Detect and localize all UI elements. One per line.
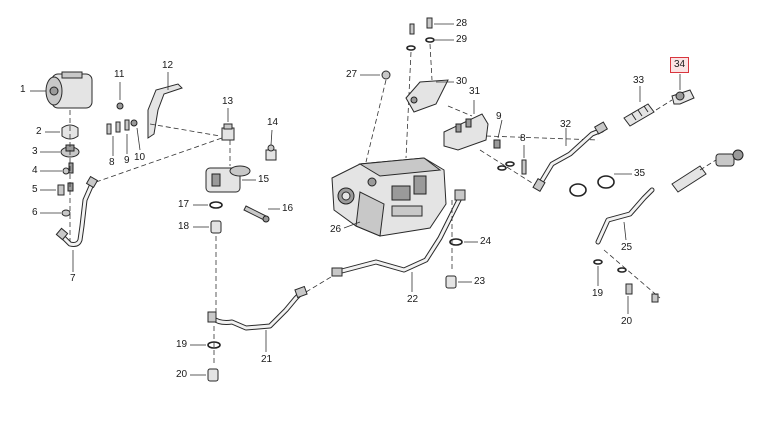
bracket-part-30[interactable]	[405, 79, 449, 113]
callout-7: 7	[70, 273, 76, 284]
hose-part-32[interactable]	[532, 121, 609, 193]
callout-9-right: 9	[496, 111, 502, 122]
oring-part-24[interactable]	[449, 238, 463, 246]
callout-8-right: 8	[520, 133, 526, 144]
callout-20-right: 20	[621, 316, 633, 327]
bolt-part-20[interactable]	[207, 368, 219, 382]
nut-part-27[interactable]	[381, 70, 391, 80]
callout-34-highlighted[interactable]: 34	[670, 57, 690, 73]
bolt-part-8-right[interactable]	[521, 159, 527, 175]
connector-part-33[interactable]	[623, 103, 655, 127]
bolt-part-28[interactable]	[409, 17, 433, 35]
plug-part-18[interactable]	[210, 220, 222, 234]
pipe-part-22[interactable]	[331, 189, 466, 277]
callout-2: 2	[36, 126, 42, 137]
callout-12: 12	[162, 60, 174, 71]
callout-19-right: 19	[592, 288, 604, 299]
callout-8-left: 8	[109, 157, 115, 168]
callout-32: 32	[560, 119, 572, 130]
main-housing-part-26[interactable]	[331, 157, 447, 237]
callout-5: 5	[32, 184, 38, 195]
sensor-part-34[interactable]	[671, 89, 695, 105]
plug-part-23[interactable]	[445, 275, 457, 289]
fitting-part-14[interactable]	[265, 144, 277, 161]
callout-20-left: 20	[176, 369, 188, 380]
callout-35: 35	[634, 168, 646, 179]
bolt-part-5[interactable]	[57, 182, 74, 196]
callout-9-left: 9	[124, 155, 130, 166]
callout-21: 21	[261, 354, 273, 365]
hose-part-7[interactable]	[55, 175, 99, 247]
seal-part-2[interactable]	[61, 124, 79, 140]
callout-15: 15	[258, 174, 270, 185]
washer-part-29[interactable]	[406, 37, 435, 51]
callout-17: 17	[178, 199, 190, 210]
callout-29: 29	[456, 34, 468, 45]
washer-part-6[interactable]	[61, 209, 71, 217]
callout-28: 28	[456, 18, 468, 29]
callout-4: 4	[32, 165, 38, 176]
callout-3: 3	[32, 146, 38, 157]
washer-part-17[interactable]	[209, 201, 223, 209]
valve-part-15[interactable]	[205, 165, 251, 193]
hose-part-25[interactable]	[595, 149, 744, 245]
clamp-part-35[interactable]	[569, 175, 615, 197]
callout-27: 27	[346, 69, 358, 80]
callout-26: 26	[330, 224, 342, 235]
callout-11: 11	[114, 69, 125, 80]
washer-part-19-right[interactable]	[593, 259, 627, 273]
pipe-part-21[interactable]	[207, 285, 308, 331]
callout-16: 16	[282, 203, 294, 214]
fitting-part-13[interactable]	[221, 123, 235, 141]
fitting-part-9-right[interactable]	[493, 139, 515, 171]
bolt-part-20-right[interactable]	[625, 283, 659, 303]
oring-part-4[interactable]	[62, 162, 74, 175]
callout-30: 30	[456, 76, 468, 87]
callout-18: 18	[178, 221, 190, 232]
callout-31: 31	[469, 86, 481, 97]
bracket-part-12[interactable]	[147, 83, 183, 139]
callout-13: 13	[222, 96, 234, 107]
callout-33: 33	[633, 75, 645, 86]
callout-23: 23	[474, 276, 486, 287]
manifold-part-31[interactable]	[443, 113, 489, 151]
callout-25: 25	[621, 242, 633, 253]
bolt-part-16[interactable]	[243, 205, 270, 223]
callout-14: 14	[267, 117, 279, 128]
callout-1: 1	[20, 84, 26, 95]
callout-24: 24	[480, 236, 492, 247]
callout-19-left: 19	[176, 339, 188, 350]
callout-22: 22	[407, 294, 419, 305]
bolts-part-8-9-10[interactable]	[106, 102, 138, 135]
pump-part-1[interactable]	[45, 71, 93, 109]
callout-6: 6	[32, 207, 38, 218]
callout-10: 10	[134, 152, 146, 163]
